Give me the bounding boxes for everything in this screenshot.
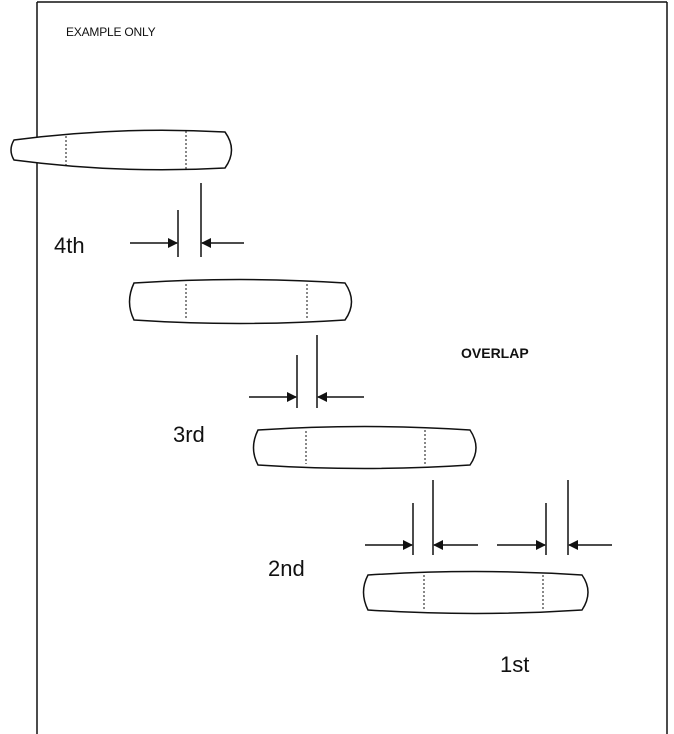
element-2nd [252, 425, 477, 470]
overlap-dimension-3rd [249, 335, 364, 408]
overlap-dimension-1st [497, 480, 612, 555]
order-label-4th: 4th [54, 233, 85, 258]
overlap-dimension-4th [130, 183, 244, 257]
element-3rd [128, 278, 353, 325]
order-label-1st: 1st [500, 652, 529, 677]
overlap-dimension-2nd [365, 480, 478, 555]
order-label-2nd: 2nd [268, 556, 305, 581]
example-only-note: EXAMPLE ONLY [66, 25, 156, 39]
element-1st [362, 570, 589, 615]
element-4th [10, 129, 233, 171]
diagram-frame [36, 1, 668, 734]
overlap-label: OVERLAP [461, 345, 529, 361]
order-label-3rd: 3rd [173, 422, 205, 447]
